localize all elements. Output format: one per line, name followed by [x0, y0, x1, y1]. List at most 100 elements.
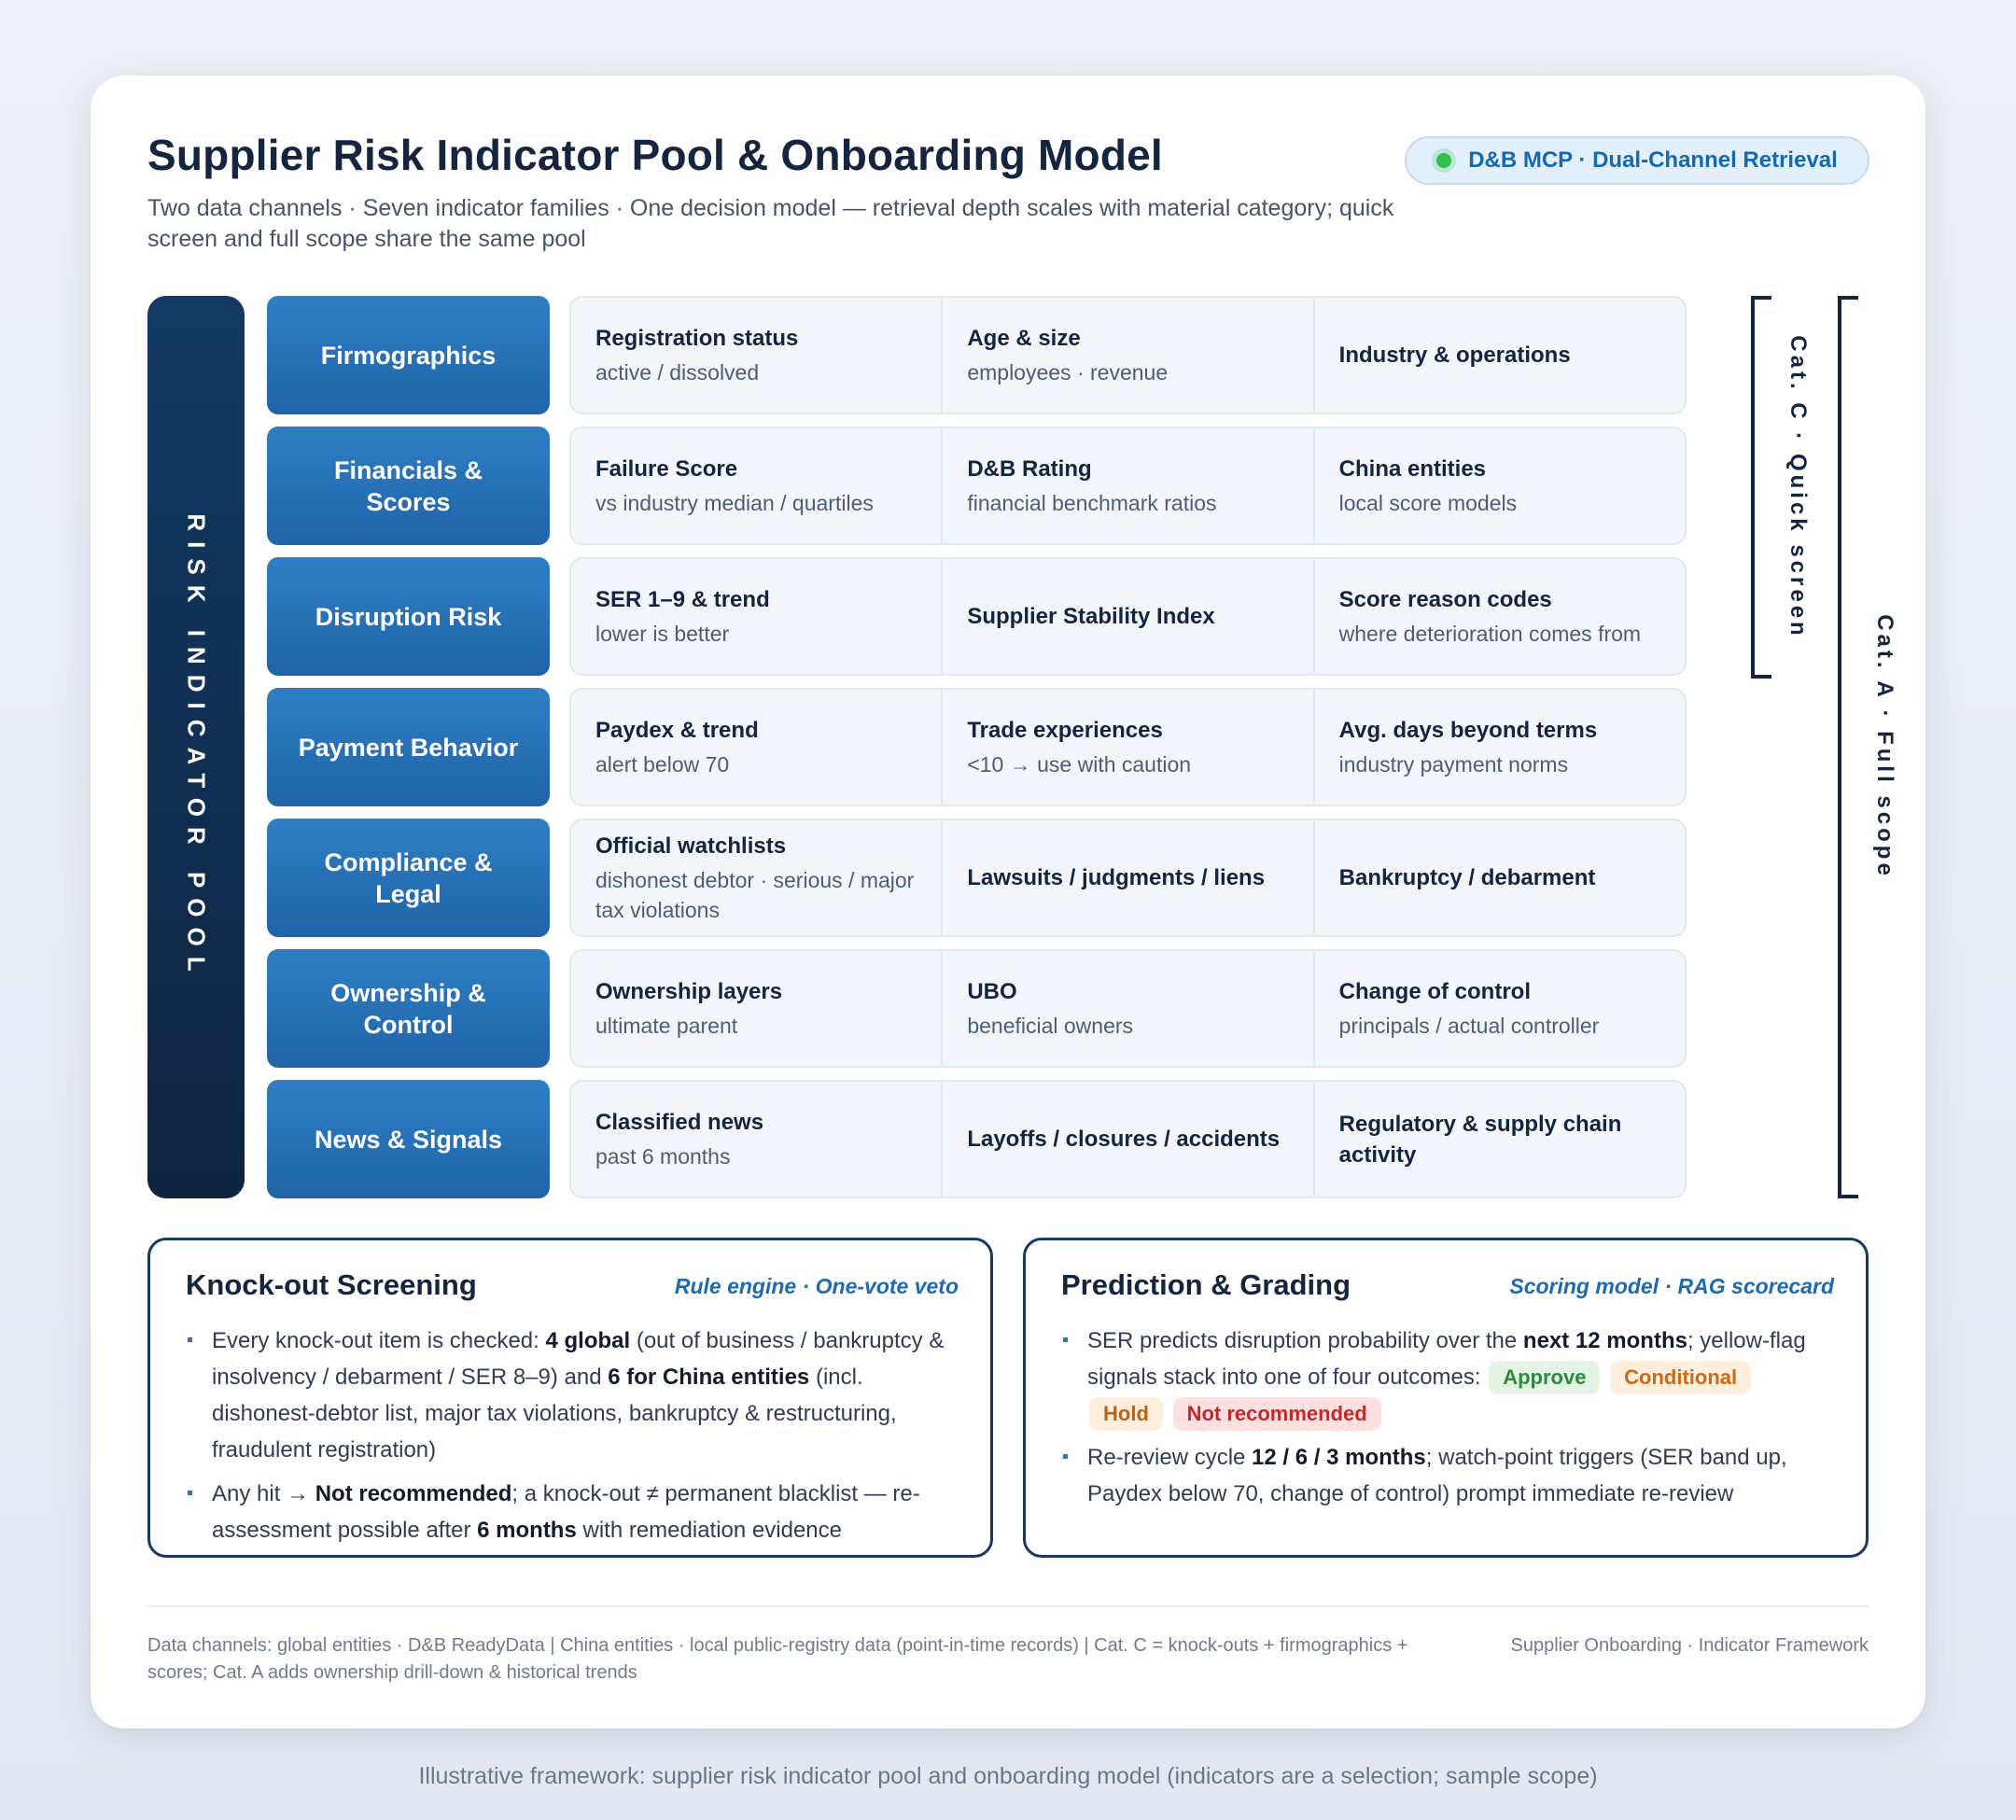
page-title: Supplier Risk Indicator Pool & Onboardin… [147, 131, 1163, 179]
indicator-title: Layoffs / closures / accidents [967, 1127, 1281, 1152]
indicator-title: Industry & operations [1338, 343, 1571, 368]
indicator-cell: UBO beneficial owners [943, 951, 1315, 1066]
indicator-title: Score reason codes [1338, 587, 1552, 612]
indicator-detail: industry payment norms [1338, 752, 1569, 777]
indicator-detail: beneficial owners [967, 1014, 1134, 1038]
indicator-title: SER 1–9 & trend [595, 587, 770, 612]
family-row: Disruption Risk SER 1–9 & trend lower is b… [91, 557, 1925, 676]
indicator-detail: dishonest debtor · serious / major tax v… [595, 868, 915, 922]
quick-screen-bracket [1751, 296, 1771, 679]
knockout-item-hit: Any hit → Not recommended; a knock-out ≠… [186, 1476, 959, 1548]
family-row: Compliance & Legal Official watchlists dis… [91, 819, 1925, 937]
indicator-cell: Bankruptcy / debarment [1315, 820, 1685, 935]
full-scope-label: Cat. A · Full scope [1872, 614, 1897, 879]
indicator-cell: Avg. days beyond terms industry payment n… [1315, 690, 1685, 805]
indicator-title: Lawsuits / judgments / liens [967, 865, 1266, 890]
knockout-item-checks: Every knock-out item is checked: 4 globa… [186, 1323, 959, 1468]
footer-source: Supplier Onboarding · Indicator Framewor… [1510, 1635, 1869, 1656]
indicator-cell: SER 1–9 & trend lower is better [571, 559, 944, 674]
knockout-tag: Rule engine · One-vote veto [674, 1274, 959, 1298]
footer-divider [147, 1605, 1869, 1607]
indicator-title: Ownership layers [595, 979, 783, 1004]
indicator-group: Failure Score vs industry median / quarti… [569, 427, 1687, 545]
indicator-detail: lower is better [595, 622, 730, 646]
indicator-detail: principals / actual controller [1338, 1014, 1600, 1038]
family-label: News & Signals [267, 1080, 550, 1198]
indicator-detail: past 6 months [595, 1144, 731, 1169]
indicator-cell: Change of control principals / actual con… [1315, 951, 1685, 1066]
family-row: Financials & Scores Failure Score vs indus… [91, 427, 1925, 545]
indicator-cell: Ownership layers ultimate parent [571, 951, 944, 1066]
indicator-cell: Lawsuits / judgments / liens [943, 820, 1315, 935]
indicator-title: Registration status [595, 326, 799, 351]
indicator-detail: active / dissolved [595, 360, 760, 385]
indicator-title: Paydex & trend [595, 718, 759, 743]
grading-tag: Scoring model · RAG scorecard [1509, 1274, 1834, 1298]
indicator-cell: Industry & operations [1315, 298, 1685, 413]
family-label: Financials & Scores [267, 427, 550, 545]
family-label: Payment Behavior [267, 688, 550, 806]
family-row: Payment Behavior Paydex & trend alert belo… [91, 688, 1925, 806]
indicator-detail: local score models [1338, 491, 1518, 515]
quick-screen-label: Cat. C · Quick screen [1785, 335, 1811, 639]
indicator-detail: financial benchmark ratios [967, 491, 1217, 515]
channel-badge-label: D&B MCP · Dual-Channel Retrieval [1468, 147, 1838, 173]
indicator-cell: Supplier Stability Index [943, 559, 1315, 674]
family-label: Ownership & Control [267, 949, 550, 1068]
indicator-group: Ownership layers ultimate parent UBO benefi… [569, 949, 1687, 1068]
channel-badge: D&B MCP · Dual-Channel Retrieval [1405, 136, 1869, 185]
indicator-title: Bankruptcy / debarment [1338, 865, 1596, 890]
framework-card: Supplier Risk Indicator Pool & Onboardin… [91, 76, 1925, 1729]
status-dot-icon [1436, 153, 1452, 168]
full-scope-bracket [1838, 296, 1858, 1198]
knockout-title: Knock-out Screening [186, 1268, 477, 1301]
indicator-title: Change of control [1338, 979, 1531, 1004]
indicator-title: Supplier Stability Index [967, 604, 1215, 629]
indicator-title: Avg. days beyond terms [1338, 718, 1598, 743]
knockout-list: Every knock-out item is checked: 4 globa… [186, 1323, 959, 1556]
grading-list: SER predicts disruption probability over… [1061, 1323, 1834, 1519]
indicator-title: Regulatory & supply chain activity [1338, 1111, 1622, 1168]
indicator-title: Classified news [595, 1110, 764, 1135]
page-subtitle: Two data channels · Seven indicator fami… [147, 195, 1394, 252]
indicator-cell: Registration status active / dissolved [571, 298, 944, 413]
figure-caption: Illustrative framework: supplier risk in… [418, 1763, 1598, 1789]
indicator-cell: Paydex & trend alert below 70 [571, 690, 944, 805]
indicator-group: Registration status active / dissolved Age… [569, 296, 1687, 414]
knockout-panel: Knock-out Screening Rule engine · One-vo… [147, 1238, 993, 1558]
indicator-cell: China entities local score models [1315, 428, 1685, 543]
grading-item-ser: SER predicts disruption probability over… [1061, 1323, 1834, 1432]
outcome-not-recommended-badge: Not recommended [1172, 1397, 1381, 1431]
indicator-title: UBO [967, 979, 1017, 1004]
outcome-hold-badge: Hold [1089, 1397, 1163, 1431]
indicator-detail: vs industry median / quartiles [595, 491, 874, 515]
family-label: Compliance & Legal [267, 819, 550, 937]
indicator-title: Trade experiences [967, 718, 1163, 743]
family-row: News & Signals Classified news past 6 mont… [91, 1080, 1925, 1198]
indicator-title: Official watchlists [595, 833, 787, 859]
indicator-cell: Failure Score vs industry median / quarti… [571, 428, 944, 543]
family-row: Ownership & Control Ownership layers ultim… [91, 949, 1925, 1068]
indicator-cell: Trade experiences <10 → use with caution [943, 690, 1315, 805]
grading-item-review: Re-review cycle 12 / 6 / 3 months; watch… [1061, 1439, 1834, 1512]
family-label: Disruption Risk [267, 557, 550, 676]
indicator-cell: Classified news past 6 months [571, 1082, 944, 1197]
indicator-detail: <10 → use with caution [967, 752, 1192, 777]
indicator-cell: Official watchlists dishonest debtor · se… [571, 820, 944, 935]
indicator-title: Age & size [967, 326, 1081, 351]
indicator-group: SER 1–9 & trend lower is better Supplier S… [569, 557, 1687, 676]
indicator-group: Official watchlists dishonest debtor · se… [569, 819, 1687, 937]
indicator-detail: ultimate parent [595, 1014, 738, 1038]
indicator-group: Paydex & trend alert below 70 Trade experi… [569, 688, 1687, 806]
footer-notes: Data channels: global entities · D&B Rea… [147, 1635, 1408, 1683]
outcome-approve-badge: Approve [1489, 1361, 1601, 1394]
grading-panel: Prediction & Grading Scoring model · RAG… [1023, 1238, 1869, 1558]
indicator-title: Failure Score [595, 456, 738, 482]
grading-title: Prediction & Grading [1061, 1268, 1351, 1301]
indicator-detail: alert below 70 [595, 752, 730, 777]
indicator-title: China entities [1338, 456, 1487, 482]
indicator-cell: Layoffs / closures / accidents [943, 1082, 1315, 1197]
